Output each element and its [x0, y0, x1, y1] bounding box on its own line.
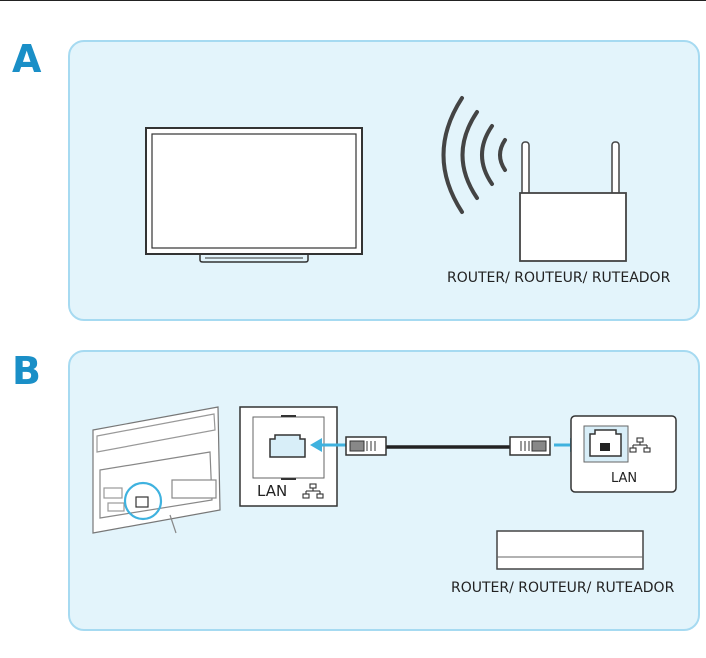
panel-b-router-label: ROUTER/ ROUTEUR/ RUTEADOR: [451, 580, 675, 596]
router-lan-port-callout: [570, 415, 677, 493]
wifi-waves-icon: [441, 96, 507, 214]
top-rule: [0, 0, 706, 1]
network-icon: [302, 483, 324, 499]
wireless-router-icon: [519, 141, 627, 262]
router-box-icon: [496, 530, 644, 570]
panel-a-letter: A: [12, 37, 42, 81]
ethernet-plug-icon: [345, 436, 387, 456]
panel-a-router-label: ROUTER/ ROUTEUR/ RUTEADOR: [447, 270, 671, 286]
panel-b-letter: B: [12, 349, 41, 393]
network-icon: [629, 437, 651, 453]
tv-lan-label: LAN: [257, 482, 288, 500]
insert-arrow-tv: [310, 438, 346, 452]
lan-port-icon: [269, 434, 306, 458]
router-lan-label: LAN: [611, 471, 638, 486]
ethernet-plug-icon: [509, 436, 551, 456]
tv-rear-icon: [92, 406, 221, 534]
tv-icon: [145, 127, 363, 263]
